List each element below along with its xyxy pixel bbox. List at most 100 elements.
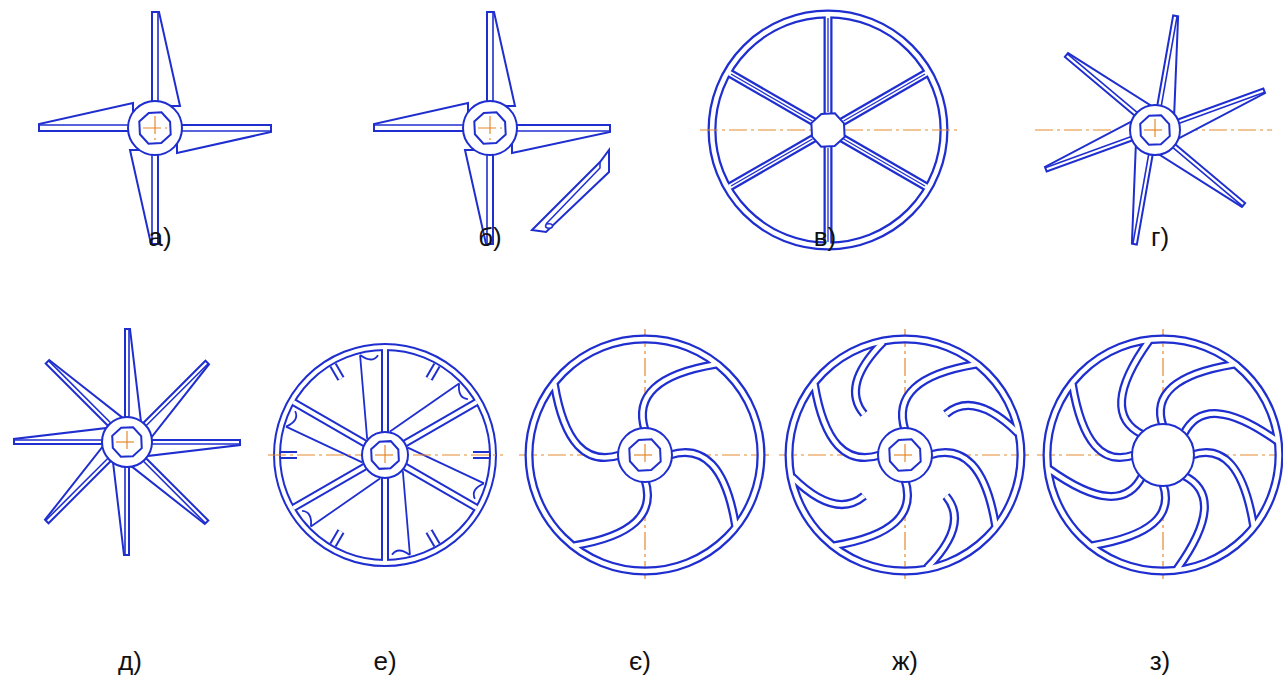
impeller-ring-spokes-stubs (268, 347, 503, 563)
hub-bore (371, 441, 399, 469)
ring-spoke (333, 531, 341, 545)
center-line (904, 329, 905, 581)
web-line (392, 550, 410, 554)
ring-spoke-inner (293, 465, 367, 508)
curved-blade (1049, 469, 1143, 496)
ring-spoke (824, 16, 833, 114)
blade (1045, 122, 1137, 172)
blade (374, 103, 468, 131)
ring-spoke (333, 365, 341, 379)
figure-label: є) (629, 646, 651, 676)
curved-blade (814, 384, 880, 457)
hub (463, 101, 517, 155)
blade (45, 446, 114, 523)
hub-bore (112, 427, 142, 457)
figure-label: з) (1150, 646, 1171, 676)
ring-spoke-inner (402, 402, 476, 445)
hub (1132, 424, 1194, 486)
ring-spoke-inner (429, 531, 437, 545)
blade (14, 428, 107, 444)
curved-blade (856, 342, 884, 414)
curved-blade-inner (670, 452, 736, 525)
hub (618, 428, 672, 482)
web-line (360, 355, 378, 359)
blade (125, 329, 141, 422)
curved-blade (670, 452, 736, 525)
curved-blade (1122, 341, 1149, 435)
blade (46, 360, 123, 429)
web-line (403, 471, 410, 555)
spoke-rib (844, 139, 925, 186)
impeller-ring-6-spokes (700, 14, 960, 246)
hub-bore (139, 112, 170, 143)
blade-edge (1045, 135, 1135, 168)
curved-blade (789, 339, 1021, 571)
blade-edge (1133, 149, 1150, 244)
impeller-4-blades-detachable (374, 12, 610, 244)
blade (1157, 15, 1179, 113)
curved-blade (529, 339, 761, 571)
ring-spoke (729, 138, 814, 187)
curved-blade-inner (927, 496, 955, 568)
ring-spoke (402, 465, 476, 508)
blade-edge (374, 124, 468, 126)
curved-blade-inner (789, 339, 1021, 571)
ring-spoke (402, 402, 476, 445)
blade-edge (124, 462, 126, 555)
curved-blade-inner (930, 452, 996, 525)
spoke-rib (844, 74, 925, 121)
curved-blade-inner (554, 384, 620, 457)
ring-spoke-inner (842, 73, 927, 122)
figure-label: в) (814, 222, 836, 252)
plate-hole (546, 224, 553, 228)
blade-edge (512, 130, 610, 132)
blade-edge (14, 439, 107, 441)
ring-spoke (381, 475, 389, 561)
blade (512, 125, 610, 153)
center-line (489, 116, 490, 140)
ring-spoke (381, 349, 389, 435)
spoke-rib (827, 18, 828, 112)
blade (1132, 147, 1154, 245)
blade-edge (49, 361, 115, 427)
hub (128, 101, 182, 155)
blade (147, 440, 240, 456)
hub-bore (629, 439, 660, 470)
curved-blade (927, 496, 955, 568)
curved-blade-inner (574, 480, 647, 546)
curved-blade-inner (1047, 339, 1279, 571)
hub-bore (1140, 115, 1170, 145)
figure-label: б) (478, 222, 502, 252)
hub-bore (889, 439, 920, 470)
curved-blade (574, 480, 647, 546)
blade (152, 12, 180, 106)
figure-label: е) (373, 646, 396, 676)
curved-blade (834, 480, 907, 546)
blade (131, 455, 208, 524)
hub (878, 428, 932, 482)
ring-spoke-inner (293, 402, 367, 445)
web-line (474, 483, 484, 498)
curved-blade-inner (834, 480, 907, 546)
figure-label: ж) (892, 646, 918, 676)
curved-blade (1184, 414, 1278, 441)
curved-blade-inner (1122, 341, 1149, 435)
impeller-8-curved-blades-plain-hub (1037, 329, 1283, 581)
web-line (311, 478, 380, 526)
ring-spoke (293, 402, 367, 445)
blade (177, 125, 271, 153)
impeller-6-blades (1035, 15, 1272, 244)
blade-edge (1169, 144, 1243, 206)
center-line (644, 444, 645, 466)
curved-blade-inner (642, 364, 715, 430)
blade-edge (157, 12, 159, 106)
ring-spoke (842, 73, 927, 122)
web-line (286, 427, 362, 463)
curved-blade-inner (1177, 476, 1204, 570)
center-line (644, 329, 645, 581)
curved-blade (902, 364, 975, 430)
blade-edge (147, 443, 240, 445)
blade (113, 462, 129, 555)
blade (487, 12, 515, 106)
